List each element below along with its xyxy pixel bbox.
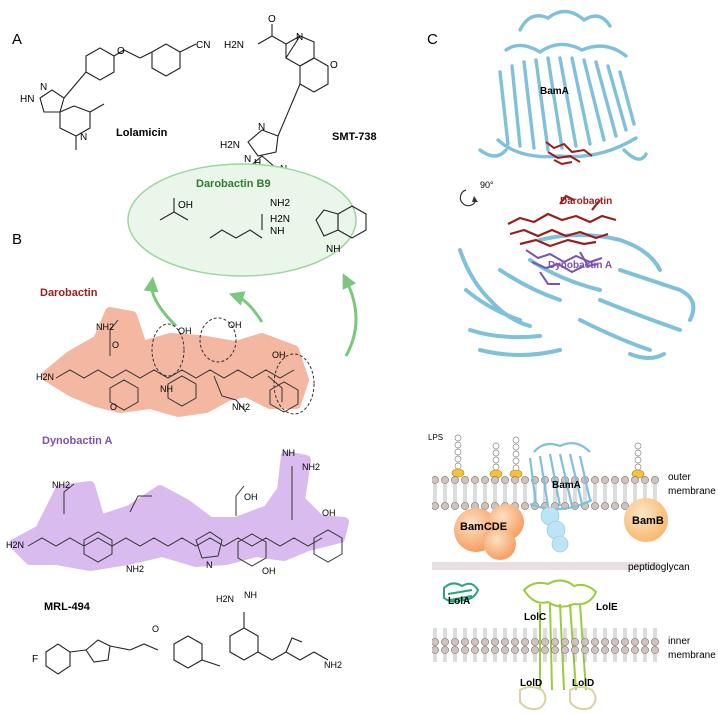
atom-oh-daro1: OH [178, 326, 192, 336]
smt738-label: SMT-738 [332, 131, 377, 143]
darobactin-ligand-top [545, 141, 593, 166]
atom-cn: CN [196, 40, 210, 51]
atom-n-pyr: N [40, 82, 47, 93]
panel-label-c: C [427, 31, 438, 48]
arrow-b9-3 [342, 273, 358, 357]
mrl494-label: MRL-494 [44, 601, 91, 613]
peptidoglycan-label: peptidoglycan [628, 562, 690, 573]
lold-proteins [519, 686, 597, 711]
bamb-label: BamB [632, 515, 664, 527]
atom-oh-dyno1: OH [244, 492, 258, 502]
bama-membrane [528, 441, 593, 511]
mrl494-structure [45, 612, 329, 675]
atom-o-smt1: O [268, 14, 276, 25]
atom-oh-daro2: OH [228, 320, 242, 330]
atom-f: F [32, 654, 38, 665]
atom-o-lola: O [117, 46, 125, 57]
arrow-b9-1 [143, 276, 178, 328]
atom-h-smt: H [254, 158, 261, 169]
inner-membrane [432, 628, 660, 662]
atom-oh-dyno2: OH [322, 508, 336, 518]
lolamicin-structure [39, 43, 197, 150]
atom-o-mrl: O [152, 624, 159, 634]
bamcde-label: BamCDE [460, 521, 507, 533]
atom-hn: HN [20, 94, 34, 105]
atom-nh2-daro1: NH2 [96, 322, 114, 332]
inner-membrane-label-1: inner [668, 636, 691, 647]
atom-nh-b9b: NH [326, 244, 340, 255]
inner-membrane-label-2: membrane [668, 650, 716, 661]
lolc-label: LolC [524, 612, 546, 623]
atom-h2n-daro: H2N [36, 372, 54, 382]
atom-n-lola: N [80, 132, 87, 143]
lold-label-2: LolD [572, 678, 594, 689]
bama-barrel-side [458, 233, 696, 360]
dynobactin-structure [27, 466, 343, 567]
atom-n-dyno: N [206, 560, 213, 570]
rotation-label: 90° [480, 180, 494, 190]
atom-nh2-mrl: NH2 [324, 660, 342, 670]
darobactin-dashed-circles [151, 317, 315, 415]
atom-n-smt1: N [296, 32, 303, 43]
atom-o-daro1: O [112, 340, 119, 350]
peptidoglycan-band [432, 562, 660, 570]
darobactin-structure-label: Darobactin [560, 196, 612, 207]
bamcde [454, 504, 524, 560]
lps-label: LPS [428, 433, 443, 442]
rotation-arrowhead [472, 196, 478, 202]
atom-oh-b9: OH [178, 200, 193, 211]
lold-label-1: LolD [520, 678, 542, 689]
atom-h2n-smt2: H2N [220, 140, 240, 151]
bama-top-label: BamA [540, 86, 569, 97]
darobactin-b9-label: Darobactin B9 [196, 178, 271, 190]
lolamicin-label: Lolamicin [116, 127, 168, 139]
atom-nh2-dyno2: NH2 [302, 462, 320, 472]
atom-nh2-daro2: NH2 [232, 402, 250, 412]
lps-strands [454, 434, 642, 472]
lola-label: LolA [448, 596, 470, 607]
atom-nh-daro: NH [160, 384, 173, 394]
dynobactin-ligand-side [525, 249, 603, 285]
dynobactin-label: Dynobactin A [42, 435, 113, 447]
bama-barrel-top [478, 9, 648, 161]
outer-membrane-label-1: outer [668, 472, 691, 483]
atom-h2n-smt1: H2N [224, 40, 244, 51]
atom-nh-b9: NH [270, 226, 284, 237]
atom-n-smt2: N [258, 122, 265, 133]
panel-label-b: B [12, 231, 22, 248]
bama-potra [540, 506, 569, 553]
arrow-b9-2 [228, 291, 264, 323]
atom-h2n-b9: H2N [270, 214, 290, 225]
atom-oh-dyno3: OH [262, 566, 276, 576]
atom-nh2-dyno1: NH2 [52, 480, 70, 490]
atom-h2n-mrl: H2N [216, 594, 234, 604]
b9-substituents [159, 198, 367, 239]
lola-protein [443, 582, 480, 603]
darobactin-ligand-side [507, 194, 617, 248]
atom-nh2-b9: NH2 [270, 198, 290, 209]
bama-membrane-label: BamA [552, 480, 581, 491]
dynobactin-structure-label: Dynobactin A [548, 260, 612, 271]
outer-membrane-label-2: membrane [668, 486, 716, 497]
atom-nh2-dyno3: NH2 [126, 564, 144, 574]
panel-label-a: A [12, 31, 22, 48]
darobactin-b9-oval [127, 163, 357, 277]
bamb [624, 498, 668, 542]
atom-o-daro2: O [110, 402, 117, 412]
atom-o-smt2: O [330, 60, 338, 71]
atom-n-smt3: N [244, 154, 251, 165]
atom-nh-dyno1: NH [282, 448, 295, 458]
darobactin-label: Darobactin [40, 287, 98, 299]
atom-oh-daro3: OH [272, 350, 286, 360]
atom-nh-mrl: NH [244, 590, 257, 600]
rotation-arrow [459, 189, 477, 207]
lole-label: LolE [596, 602, 618, 613]
atom-h2n-dyno: H2N [6, 540, 24, 550]
